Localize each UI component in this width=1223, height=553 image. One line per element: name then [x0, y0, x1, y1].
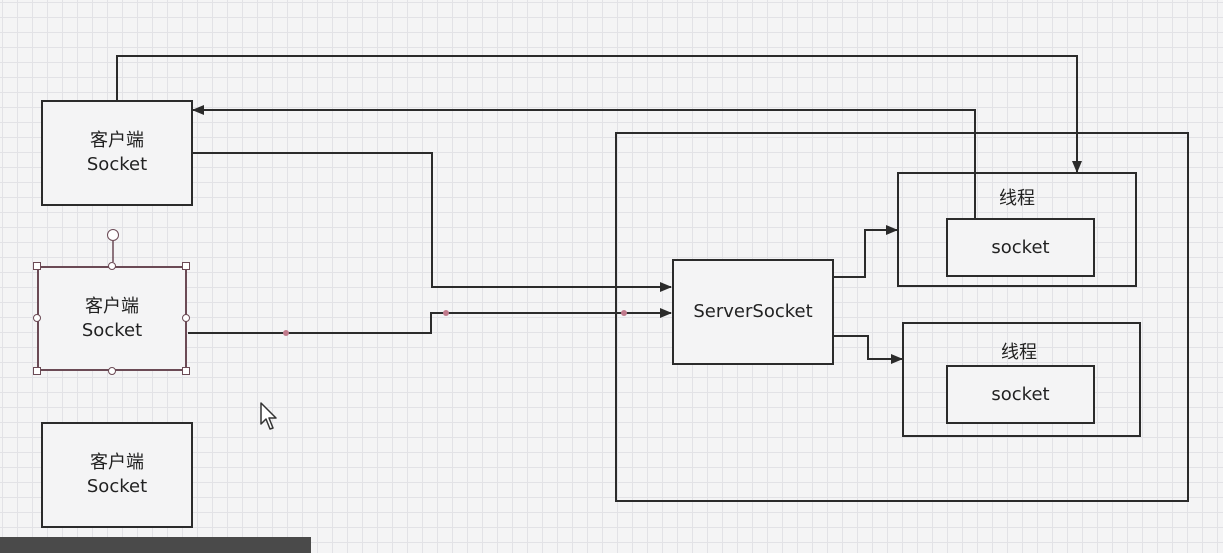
client-label: 客户端 [90, 452, 144, 473]
resize-handle-top[interactable] [108, 262, 116, 270]
resize-handle-bottom-left[interactable] [33, 367, 41, 375]
server-socket-label: ServerSocket [693, 301, 813, 322]
thread-title: 线程 [1001, 342, 1037, 363]
mouse-pointer-icon [260, 402, 277, 430]
resize-handle-right[interactable] [182, 314, 190, 322]
status-bar [0, 537, 311, 553]
server-socket-box[interactable]: ServerSocket [672, 259, 834, 365]
thread-socket-box[interactable]: socket [946, 365, 1095, 424]
client-label: 客户端 [90, 130, 144, 151]
connector-server-to-thread1 [834, 225, 898, 278]
server-container[interactable] [615, 132, 1189, 502]
connector-client1-to-thread1 [116, 55, 1082, 173]
client-socket-box[interactable]: 客户端 Socket [41, 100, 193, 206]
client-socket-box[interactable]: 客户端 Socket [41, 422, 193, 528]
resize-handle-top-right[interactable] [182, 262, 190, 270]
waypoint-dot [621, 310, 627, 316]
thread-container[interactable] [902, 322, 1141, 437]
rotate-handle[interactable] [107, 229, 119, 241]
thread-socket-label: socket [991, 236, 1050, 258]
resize-handle-bottom[interactable] [108, 367, 116, 375]
client-socket-label: Socket [81, 319, 143, 341]
client-socket-box-selected[interactable]: 客户端 Socket [37, 266, 187, 371]
connector-server-to-thread2 [834, 335, 903, 364]
thread-socket-label: socket [991, 383, 1050, 405]
thread-container[interactable] [897, 172, 1137, 287]
connector-client2-to-server [188, 308, 672, 334]
resize-handle-top-left[interactable] [33, 262, 41, 270]
thread-title: 线程 [999, 188, 1035, 209]
connector-client1-to-server [193, 152, 672, 292]
client-socket-label: Socket [86, 154, 148, 175]
client-label: 客户端 [85, 295, 139, 317]
waypoint-dot [283, 330, 289, 336]
resize-handle-left[interactable] [33, 314, 41, 322]
client-socket-label: Socket [86, 476, 148, 497]
connector-thread1-socket-to-client1 [192, 105, 976, 218]
thread-socket-box[interactable]: socket [946, 218, 1095, 277]
resize-handle-bottom-right[interactable] [182, 367, 190, 375]
waypoint-dot [443, 310, 449, 316]
